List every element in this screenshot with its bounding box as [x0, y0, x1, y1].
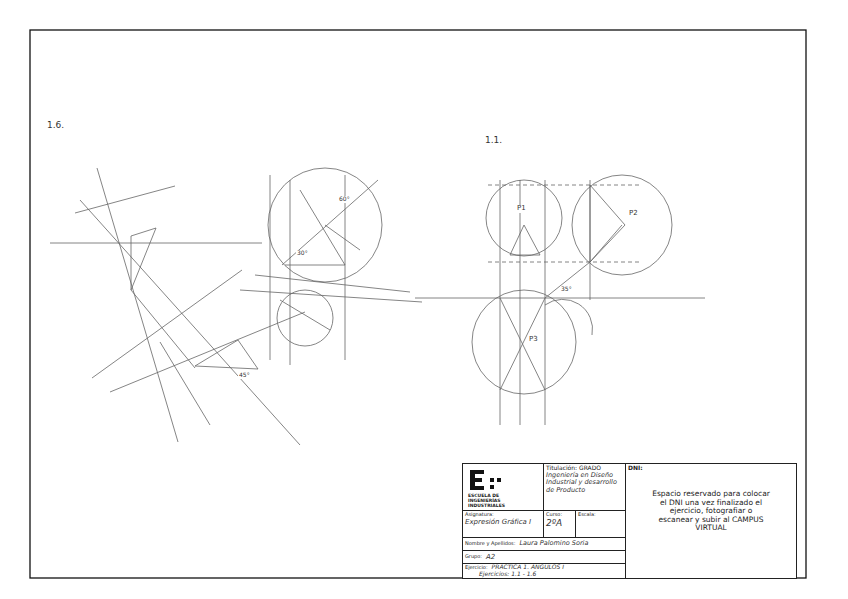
school-logo — [468, 468, 508, 492]
geometry-label: 60° — [338, 196, 351, 203]
geometry-label: P2 — [628, 210, 639, 218]
geometry-label: P3 — [528, 336, 539, 344]
title-block-cell: Grupo: A2 — [462, 550, 626, 564]
handwritten-entry: 2ºA — [546, 518, 573, 528]
exercise-number: 1.6. — [46, 121, 65, 131]
handwritten-entry: Ejercicios: 1.1 - 1.6 — [465, 571, 536, 578]
field-label: ESCUELA DE INGENIERÍAS INDUSTRIALES — [465, 493, 508, 509]
title-block-cell: DNI: Espacio reservado para colocar el DN… — [625, 463, 797, 579]
title-block-cell: Escala: — [575, 510, 626, 538]
geometry-label: P1 — [516, 205, 527, 213]
geometry-label: 30° — [296, 250, 309, 257]
title-block-cell: Titulación: GRADOIngeniería en Diseño In… — [543, 463, 626, 511]
handwritten-entry: A2 — [486, 553, 495, 561]
title-block-cell: ESCUELA DE INGENIERÍAS INDUSTRIALES — [462, 463, 544, 511]
geometry-label: 35° — [560, 286, 573, 293]
handwritten-entry: Expresión Gráfica I — [465, 518, 541, 526]
field-label: Titulación: GRADO — [546, 465, 623, 472]
exercise-1-6 — [50, 168, 422, 445]
field-label: Escala: — [578, 512, 623, 518]
title-block-cell: Nombre y Apellidos: Laura Palomino Soria — [462, 537, 626, 551]
title-block-cell: Asignatura:Expresión Gráfica I — [462, 510, 544, 538]
field-label: Curso: — [546, 512, 573, 518]
field-label: DNI: — [628, 465, 794, 472]
handwritten-entry: Laura Palomino Soria — [519, 540, 588, 547]
field-label: Grupo: — [465, 554, 482, 560]
title-block-cell: Ejercicio: PRÁCTICA 1. ÁNGULOS IEjercicio… — [462, 563, 626, 579]
handwritten-entry: Ingeniería en Diseño Industrial y desarr… — [546, 472, 623, 494]
exercise-number: 1.1. — [484, 136, 503, 146]
sheet-border — [30, 30, 806, 578]
field-label: Ejercicio: — [465, 565, 488, 571]
exercise-1-1 — [415, 175, 705, 425]
field-label: Espacio reservado para colocar el DNI un… — [652, 490, 770, 533]
field-label: Asignatura: — [465, 512, 541, 518]
field-label: Nombre y Apellidos: — [465, 541, 515, 547]
handwritten-entry: PRÁCTICA 1. ÁNGULOS I — [492, 564, 564, 571]
title-block-cell: Curso:2ºA — [543, 510, 576, 538]
geometry-label: 45° — [238, 372, 251, 379]
